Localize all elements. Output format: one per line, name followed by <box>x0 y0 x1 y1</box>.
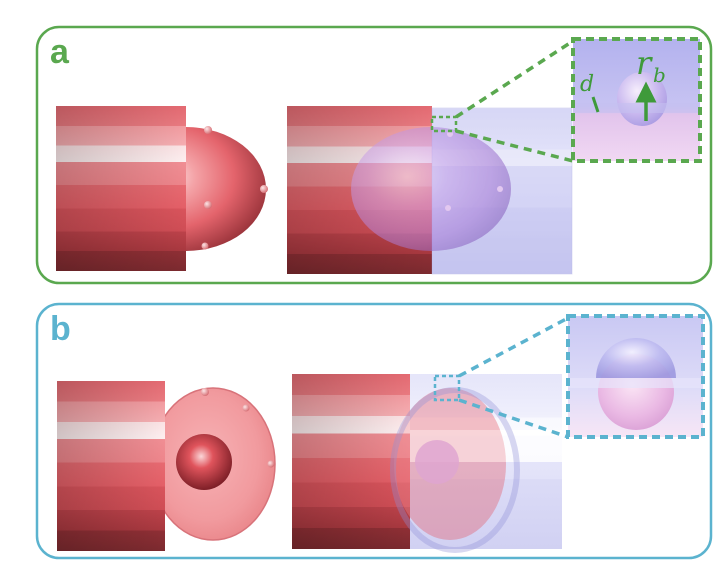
zoom-marker-b <box>433 374 461 402</box>
annotation-r: r <box>636 44 653 82</box>
panel-b-label: b <box>50 310 71 348</box>
hole-b <box>176 434 232 490</box>
panel-a-label: a <box>50 33 70 71</box>
annotation-d: d <box>580 72 594 97</box>
panel-a-right-model <box>287 106 573 275</box>
panel-b-right-model <box>292 374 562 553</box>
annotation-r-subscript: b <box>653 63 666 87</box>
d-marker <box>591 96 600 113</box>
panel-b-left-model <box>57 381 276 551</box>
panel-a-left-model <box>56 106 268 271</box>
inset-a: d r b <box>571 37 702 163</box>
inset-b <box>566 314 705 439</box>
zoom-marker-a <box>430 115 458 133</box>
